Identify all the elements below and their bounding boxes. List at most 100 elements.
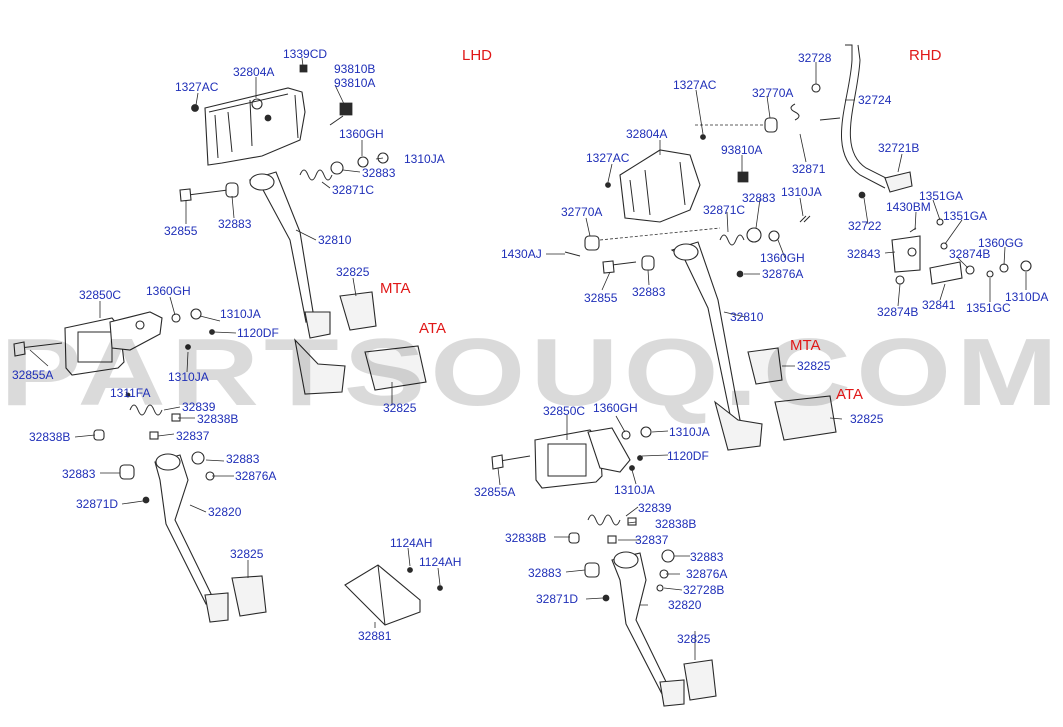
part-label[interactable]: 32770A (752, 86, 793, 100)
part-label[interactable]: 1120DF (667, 449, 709, 463)
part-labels-rhd: 1327AC 32770A 32728 32724 32804A 1327AC … (474, 51, 1048, 646)
part-label[interactable]: 1327AC (673, 78, 717, 92)
part-label[interactable]: 32883 (632, 285, 666, 299)
part-label[interactable]: 1310JA (669, 425, 710, 439)
part-label[interactable]: 1310DA (1005, 290, 1048, 304)
part-label[interactable]: 1310JA (168, 370, 209, 384)
part-label[interactable]: 32871D (76, 497, 118, 511)
part-label[interactable]: 32876A (686, 567, 727, 581)
part-label[interactable]: 32883 (62, 467, 96, 481)
part-label[interactable]: 1120DF (237, 326, 279, 340)
pad-mta-right (747, 347, 783, 385)
part-label[interactable]: 1310JA (614, 483, 655, 497)
part-label[interactable]: 32837 (176, 429, 210, 443)
part-label[interactable]: 32883 (362, 166, 396, 180)
part-label[interactable]: 32728 (798, 51, 832, 65)
part-label[interactable]: 32839 (638, 501, 672, 515)
part-label[interactable]: 32721B (878, 141, 919, 155)
part-label[interactable]: 1360GH (593, 401, 638, 415)
part-label[interactable]: 1327AC (586, 151, 630, 165)
part-label[interactable]: 32724 (858, 93, 892, 107)
pedal-arm-32810 (248, 171, 315, 323)
part-label[interactable]: 32843 (847, 247, 881, 261)
part-label[interactable]: 32871 (792, 162, 826, 176)
part-label[interactable]: 32810 (730, 310, 764, 324)
part-label[interactable]: 32825 (336, 265, 370, 279)
part-label[interactable]: 1339CD (283, 47, 327, 61)
plate-32841 (929, 261, 963, 285)
part-label[interactable]: 32838B (197, 412, 238, 426)
pad-ata-right (774, 395, 837, 441)
part-label[interactable]: 32874B (949, 247, 990, 261)
part-label[interactable]: 32825 (383, 401, 417, 415)
part-label[interactable]: 32883 (690, 550, 724, 564)
part-label[interactable]: 1430BM (886, 200, 931, 214)
part-label[interactable]: 32874B (877, 305, 918, 319)
part-label[interactable]: 32804A (233, 65, 274, 79)
section-labels: LHD RHD MTA ATA MTA ATA (380, 47, 942, 403)
part-label[interactable]: 32871C (332, 183, 374, 197)
part-label[interactable]: 1351GA (943, 209, 987, 223)
pad-mta-left (339, 291, 377, 331)
part-label[interactable]: 1351GA (919, 189, 963, 203)
part-label[interactable]: 32871C (703, 203, 745, 217)
part-label[interactable]: 32883 (226, 452, 260, 466)
part-label[interactable]: 1310JA (404, 152, 445, 166)
part-label[interactable]: 1360GG (978, 236, 1023, 250)
part-label[interactable]: 93810B (334, 62, 375, 76)
part-label[interactable]: 32722 (848, 219, 882, 233)
pad-32825-rhd-lower (683, 659, 717, 701)
part-label[interactable]: 32820 (668, 598, 702, 612)
part-label[interactable]: 32837 (635, 533, 669, 547)
spring-32871C-rhd (719, 234, 745, 246)
part-label[interactable]: 32825 (797, 359, 831, 373)
part-label[interactable]: 32855A (12, 368, 53, 382)
part-label[interactable]: 32855A (474, 485, 515, 499)
part-label[interactable]: 32850C (543, 404, 585, 418)
rod-32724 (840, 44, 886, 189)
section-ata-left: ATA (419, 320, 446, 337)
part-label[interactable]: 32871D (536, 592, 578, 606)
part-label[interactable]: 32838B (655, 517, 696, 531)
part-label[interactable]: 32825 (850, 412, 884, 426)
part-label[interactable]: 1327AC (175, 80, 219, 94)
plate-32843 (891, 235, 921, 273)
part-label[interactable]: 1360GH (339, 127, 384, 141)
part-label[interactable]: 32804A (626, 127, 667, 141)
part-label[interactable]: 1310JA (781, 185, 822, 199)
part-label[interactable]: 32820 (208, 505, 242, 519)
part-label[interactable]: 1360GH (760, 251, 805, 265)
part-label[interactable]: 32855 (584, 291, 618, 305)
part-label[interactable]: 32728B (683, 583, 724, 597)
part-label[interactable]: 32810 (318, 233, 352, 247)
part-label[interactable]: 32876A (235, 469, 276, 483)
part-label[interactable]: 93810A (721, 143, 762, 157)
part-label[interactable]: 32825 (677, 632, 711, 646)
part-label[interactable]: 32770A (561, 205, 602, 219)
part-labels-lhd: 1339CD 32804A 93810B 93810A 1327AC 1360G… (12, 47, 461, 643)
part-label[interactable]: 1430AJ (501, 247, 542, 261)
part-label[interactable]: 32850C (79, 288, 121, 302)
part-label[interactable]: 32841 (922, 298, 956, 312)
part-label[interactable]: 32825 (230, 547, 264, 561)
spring-32839-left (129, 404, 163, 416)
part-label[interactable]: 32883 (528, 566, 562, 580)
part-label[interactable]: 1351GC (966, 301, 1011, 315)
part-label[interactable]: 32883 (218, 217, 252, 231)
spring-32839-rhd (587, 514, 621, 526)
part-label[interactable]: 32881 (358, 629, 392, 643)
part-label[interactable]: 32883 (742, 191, 776, 205)
part-label[interactable]: 32876A (762, 267, 803, 281)
lhd-assembly (13, 64, 443, 626)
part-label[interactable]: 93810A (334, 76, 375, 90)
part-label[interactable]: 1311FA (110, 386, 150, 400)
part-label[interactable]: 1124AH (419, 555, 461, 569)
part-label[interactable]: 1124AH (390, 536, 432, 550)
part-label[interactable]: 1310JA (220, 307, 261, 321)
part-label[interactable]: 32838B (29, 430, 70, 444)
part-label[interactable]: 32855 (164, 224, 198, 238)
part-label[interactable]: 32838B (505, 531, 546, 545)
part-label[interactable]: 32839 (182, 400, 216, 414)
part-label[interactable]: 1360GH (146, 284, 191, 298)
